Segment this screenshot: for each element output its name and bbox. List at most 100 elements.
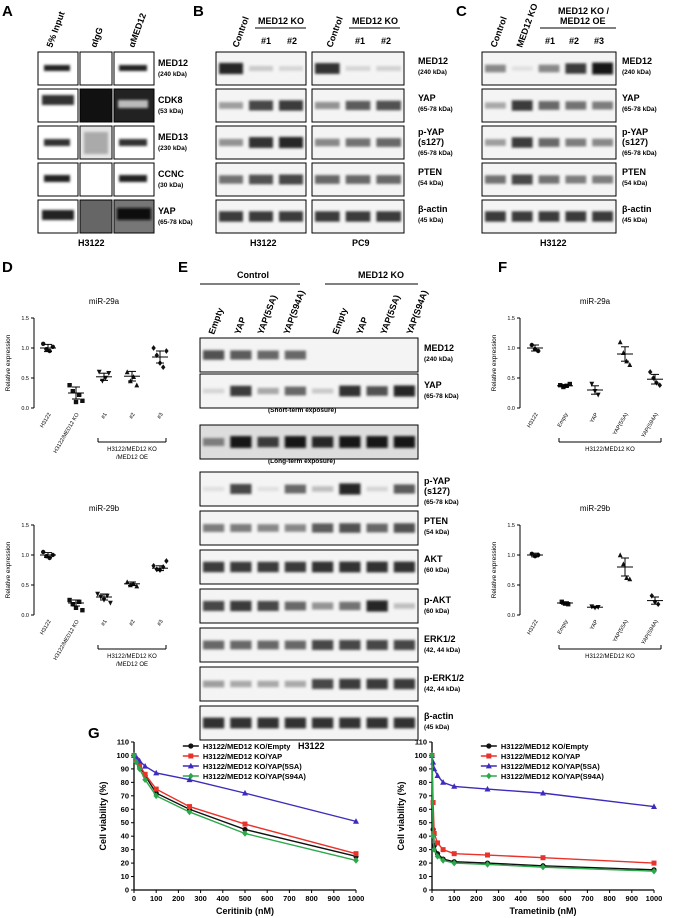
data-point [70,389,75,394]
blot-band [592,101,613,110]
y-axis-label: Cell viability (%) [98,781,108,850]
data-point [151,345,156,351]
data-point [73,605,79,610]
data-point [73,399,79,405]
blot-band [345,211,371,222]
protein-name: CDK8 [158,95,183,105]
group-bracket-label: H3122/MED12 KO [107,447,157,453]
x-tick-label: H3122 [39,619,52,636]
legend-marker [486,743,492,749]
data-point [124,369,130,375]
data-point [242,789,248,796]
blot-band [284,386,306,396]
protein-size: (240 kDa) [622,69,651,76]
y-tick-label: 1.0 [507,346,515,352]
protein-size: (53 kDa) [158,108,183,115]
legend-marker [187,762,194,769]
x-tick-label: 800 [305,894,318,903]
blot-band [257,717,279,729]
blot-band [565,138,587,147]
x-tick-label: 700 [581,894,594,903]
blot-band [230,385,252,397]
x-tick-label: #2 [128,412,136,420]
blot-band [339,385,361,397]
protein-name: MED12 [622,56,652,66]
data-point [242,830,248,837]
blot-band [257,436,279,448]
blot-band [203,561,225,573]
data-point [151,562,156,569]
blot-band [511,174,533,185]
lane-label: YAP [232,316,247,336]
protein-name: MED13 [158,132,188,142]
legend-label: H3122/MED12 KO/YAP(5SA) [501,762,600,771]
blot-box [79,162,113,197]
x-tick-label: H3122 [39,412,52,429]
lane-label: Control [324,15,344,48]
blot-band [312,523,334,533]
x-tick-label: #3 [156,619,164,627]
blot-band [279,136,303,149]
blot-band [249,100,273,111]
blot-band [230,680,252,688]
protein-name: MED12 [418,56,448,66]
y-tick-label: 0.0 [507,406,515,412]
blot-band [393,484,415,494]
blot-band [230,524,252,532]
blot-band [249,211,273,222]
blot-band [119,139,147,146]
blot-band [538,138,560,147]
y-axis-label: Cell viability (%) [396,781,406,850]
blot-band [119,175,147,182]
group-label: MED12 KO [358,270,404,280]
data-point [431,830,437,836]
blot-band [592,138,613,147]
data-point [77,599,82,604]
protein-size: (42, 44 kDa) [424,647,460,654]
blot-band [393,523,415,533]
panel-a: 5% Input αIgG αMED12 MED12 (240 kDa) CDK… [37,10,193,248]
x-tick-label: #1 [100,412,108,420]
data-point [451,859,457,867]
y-tick-label: 110 [415,738,427,747]
blot-band [393,678,415,690]
data-point [164,348,169,354]
data-point [649,592,654,599]
blot-band [339,678,361,690]
y-axis-label: Relative expression [5,334,12,391]
y-tick-label: 0.5 [21,583,29,589]
lane-label: YAP(S94A) [404,289,429,336]
data-point [451,783,458,789]
y-tick-label: 1.0 [21,553,29,559]
y-tick-label: 1.5 [21,523,29,529]
cell-line-label: H3122 [250,238,277,248]
protein-name: CCNC [158,169,184,179]
blot-band [511,100,533,111]
blot-band [339,483,361,495]
blot-band [219,211,243,222]
exposure-label: (Short-term exposure) [268,407,336,414]
blot-band [366,386,388,396]
data-point [353,851,359,857]
legend-label: H3122/MED12 KO/YAP [501,752,580,761]
protein-name: p-YAP [622,127,648,137]
data-point [106,371,112,376]
data-point [353,818,359,824]
x-tick-label: 100 [150,894,163,903]
blot-band [485,175,506,184]
blot-band [84,132,108,154]
y-axis-label: Relative expression [5,541,12,598]
blot-box [79,199,113,234]
protein-name: β-actin [418,204,448,214]
y-tick-label: 30 [121,845,129,854]
protein-name: β-actin [424,711,454,721]
data-point [484,861,491,868]
chart-title: miR-29b [580,504,611,513]
blot-band [339,601,361,611]
y-tick-label: 0.0 [21,406,29,412]
lane-label: YAP(S94A) [281,289,306,336]
data-point [67,383,72,388]
data-point [651,867,657,875]
